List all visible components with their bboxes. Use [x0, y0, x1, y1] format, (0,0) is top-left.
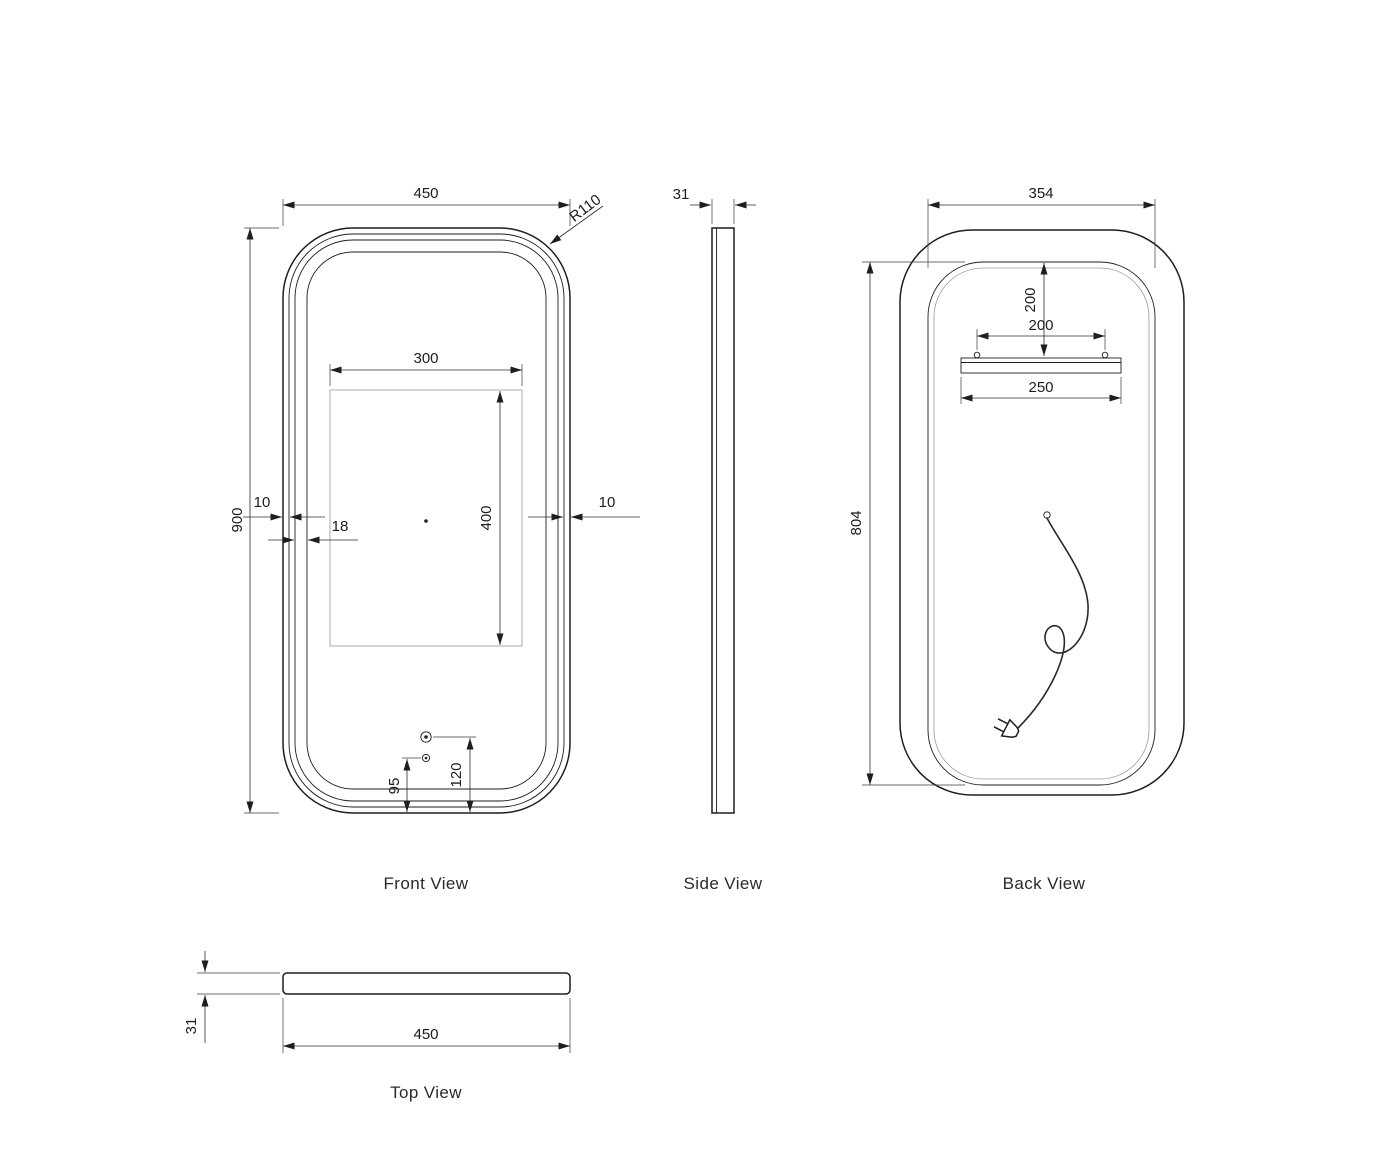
back-outline-outer [899, 229, 1185, 796]
dim-back-hole-spacing: 200 [976, 317, 1106, 350]
side-outline [711, 227, 735, 814]
side-view: 31 Side View [673, 186, 763, 893]
front-outline-outer [282, 227, 571, 814]
dim-front-inner-height-text: 400 [478, 505, 495, 530]
dim-top-width: 450 [282, 998, 571, 1053]
side-view-label: Side View [684, 874, 763, 893]
bracket-hole-right [1101, 351, 1109, 359]
dim-back-width: 354 [927, 185, 1156, 268]
dim-side-thickness-text: 31 [673, 186, 690, 203]
dim-front-inner-width-text: 300 [413, 350, 438, 367]
front-view-label: Front View [384, 874, 469, 893]
front-outline-frame-4 [306, 251, 547, 790]
dim-back-width-text: 354 [1028, 185, 1053, 202]
dim-front-height: 900 [229, 227, 279, 814]
front-outline-frame-2 [288, 233, 565, 808]
dim-back-bracket-width-text: 250 [1028, 379, 1053, 396]
dim-front-sensor-low: 95 [386, 757, 421, 812]
back-panel-inner [933, 267, 1150, 780]
dim-front-height-text: 900 [229, 507, 246, 532]
dim-front-inner-height: 400 [478, 391, 504, 645]
dim-front-sensor-high-text: 120 [448, 762, 465, 787]
dim-front-sensor-low-text: 95 [386, 778, 403, 795]
front-diffuser-rect [329, 389, 523, 647]
dim-front-frame-right-text: 10 [599, 494, 616, 511]
dim-front-radius: R110 [549, 191, 604, 245]
dim-front-frame-left: 10 [243, 494, 325, 521]
back-panel [927, 261, 1156, 786]
dim-front-inner-offset-text: 18 [332, 518, 349, 535]
top-view: 31 450 Top View [183, 951, 571, 1102]
top-outline [282, 972, 571, 995]
dim-front-frame-right: 10 [528, 494, 640, 521]
front-touch-sensor-icon [420, 731, 432, 743]
back-view: 354 804 200 200 250 [848, 185, 1185, 893]
power-cable [1017, 517, 1089, 729]
front-outline-frame-3 [294, 239, 559, 802]
dim-front-width-text: 450 [413, 185, 438, 202]
dim-front-frame-left-text: 10 [254, 494, 271, 511]
dim-front-radius-text: R110 [566, 191, 604, 225]
dim-top-thickness: 31 [183, 951, 280, 1043]
front-center-mark [424, 519, 428, 523]
dim-back-height-text: 804 [848, 510, 865, 535]
dim-front-inner-width: 300 [329, 350, 523, 386]
front-view: 450 R110 900 10 10 18 [229, 185, 640, 893]
dim-front-inner-offset: 18 [268, 518, 358, 544]
dim-back-hole-spacing-text: 200 [1028, 317, 1053, 334]
bracket-hole-left [973, 351, 981, 359]
dim-back-height: 804 [848, 261, 965, 786]
back-view-label: Back View [1003, 874, 1086, 893]
top-view-label: Top View [390, 1083, 462, 1102]
power-plug-icon [993, 718, 1020, 739]
dim-top-width-text: 450 [413, 1026, 438, 1043]
front-secondary-sensor-icon [421, 753, 431, 763]
dim-back-top-offset-text: 200 [1022, 287, 1039, 312]
back-mounting-bracket [960, 351, 1122, 374]
back-power-cord [993, 511, 1089, 739]
dim-side-thickness: 31 [673, 186, 756, 224]
dim-back-bracket-width: 250 [960, 377, 1122, 404]
dim-top-thickness-text: 31 [183, 1018, 200, 1035]
dim-front-width: 450 [282, 185, 571, 226]
dim-front-sensor-high: 120 [433, 736, 476, 812]
dim-back-top-offset: 200 [1022, 263, 1048, 356]
